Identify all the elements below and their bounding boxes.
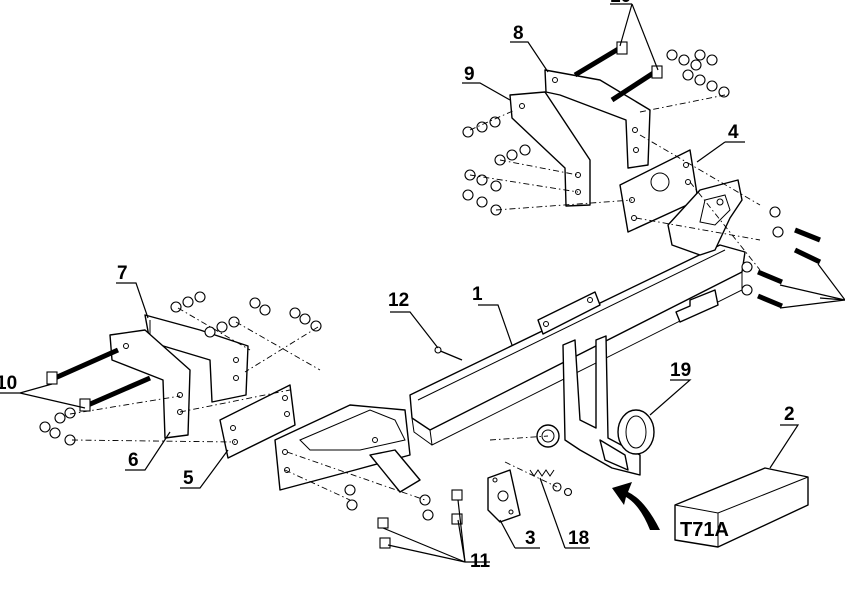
nuts-washers-bottom xyxy=(344,484,463,549)
spring-part-18 xyxy=(529,469,573,497)
callout-3: 3 xyxy=(525,528,536,549)
plate-part-9 xyxy=(509,91,591,207)
callout-18: 18 xyxy=(568,528,589,549)
electrical-kit-box-part-2 xyxy=(674,467,809,548)
socket-plate-part-3 xyxy=(487,469,521,523)
pin-part-12 xyxy=(434,346,463,361)
bolts-part-10-right xyxy=(573,41,663,103)
bolts-part-10 xyxy=(46,347,151,412)
callout-5: 5 xyxy=(183,468,194,489)
callout-6: 6 xyxy=(128,450,139,471)
callout-labels: 1 2 3 4 5 6 7 8 9 10 10 11 12 18 19 xyxy=(0,0,795,572)
callout-19: 19 xyxy=(670,360,691,381)
right-end-plate xyxy=(667,179,743,256)
nuts-washers-left-upper xyxy=(170,291,322,338)
nuts-washers-right-upper xyxy=(666,49,730,98)
plate-part-5 xyxy=(219,384,296,459)
callout-1: 1 xyxy=(472,284,483,305)
box-label: T71A xyxy=(680,519,729,541)
alignment-lines xyxy=(69,94,761,501)
callout-11: 11 xyxy=(470,551,491,572)
callout-7: 7 xyxy=(117,263,128,284)
callout-9: 9 xyxy=(464,64,475,85)
callout-10-right: 10 xyxy=(610,0,631,7)
crossbar-part-1 xyxy=(409,244,746,446)
left-end-plate xyxy=(274,404,421,493)
callout-2: 2 xyxy=(784,404,795,425)
nuts-washers-right-left xyxy=(462,116,531,216)
nuts-washers-left-lower xyxy=(39,407,76,446)
callout-10-left: 10 xyxy=(0,373,17,394)
callout-8: 8 xyxy=(513,23,524,44)
bolts-right-side xyxy=(741,206,822,309)
callout-4: 4 xyxy=(728,122,739,143)
callout-12: 12 xyxy=(388,290,409,311)
direction-arrow-icon xyxy=(612,482,660,530)
leader-lines xyxy=(0,3,845,563)
